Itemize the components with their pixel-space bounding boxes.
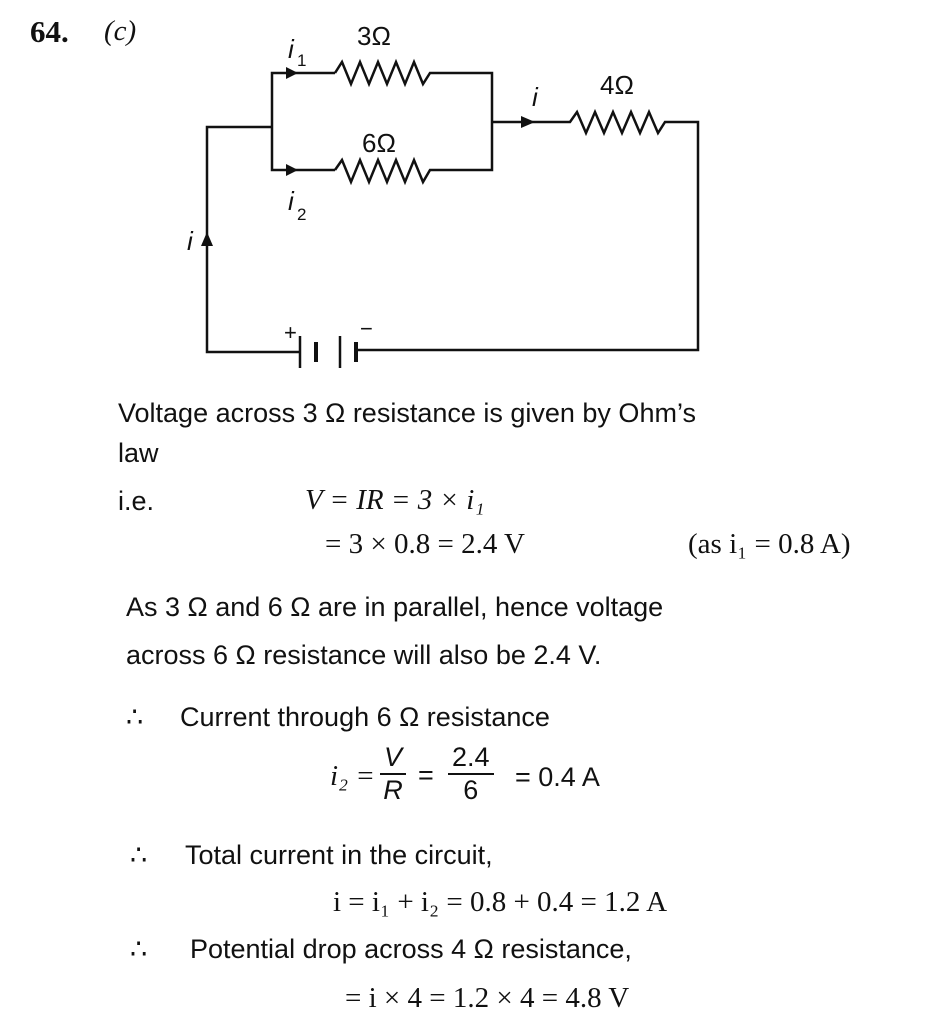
equation-note: (as i₁ = 0.8 A) (688, 528, 851, 560)
equation: = i × 4 = 1.2 × 4 = 4.8 V (345, 982, 630, 1014)
resistor-3ohm (333, 58, 494, 122)
equation: = 0.4 A (515, 762, 600, 792)
numerator: V (380, 742, 407, 775)
question-number: 64. (30, 14, 69, 49)
label-i1-sub: 1 (297, 51, 306, 70)
equation: = 3 × 0.8 = 2.4 V (325, 528, 525, 560)
text-line: Voltage across 3 Ω resistance is given b… (118, 398, 696, 428)
label-i-left: i (187, 226, 194, 256)
label-i1: i (288, 34, 295, 64)
resistor-4ohm (358, 108, 700, 352)
label-i2: i (288, 186, 295, 216)
label-i: i (532, 82, 539, 112)
fraction-v-over-r: V R (380, 742, 407, 806)
battery-minus: − (360, 316, 373, 341)
wire-bottom-branch (270, 127, 335, 172)
therefore-symbol: ∴ (130, 840, 148, 870)
arrow-i (521, 116, 535, 128)
circuit-diagram: 3Ω 6Ω 4Ω i 1 i 2 i i + − (187, 21, 700, 368)
text-line: Total current in the circuit, (185, 840, 493, 870)
text-line: across 6 Ω resistance will also be 2.4 V… (126, 640, 602, 670)
wire-left (205, 125, 272, 354)
wire-top-branch (270, 71, 335, 127)
text-line: Potential drop across 4 Ω resistance, (190, 934, 632, 964)
denominator: R (383, 775, 403, 805)
denominator: 6 (463, 775, 479, 805)
label-i2-sub: 2 (297, 205, 306, 224)
numerator: 2.4 (448, 742, 494, 775)
therefore-symbol: ∴ (130, 934, 148, 964)
label-6ohm: 6Ω (362, 128, 396, 158)
answer-option: (c) (104, 15, 137, 47)
label-4ohm: 4Ω (600, 70, 634, 100)
equation: i = i₁ + i₂ = 0.8 + 0.4 = 1.2 A (333, 886, 668, 918)
label-3ohm: 3Ω (357, 21, 391, 51)
equation: V = IR = 3 × i₁ (305, 484, 485, 516)
arrow-i-left (201, 232, 213, 246)
battery-plus: + (284, 320, 297, 345)
therefore-symbol: ∴ (126, 702, 144, 732)
arrow-i1 (286, 67, 298, 79)
text-line: As 3 Ω and 6 Ω are in parallel, hence vo… (126, 592, 664, 622)
resistor-6ohm (333, 122, 494, 186)
equation: i₂ = (330, 760, 375, 792)
arrow-i2 (286, 164, 298, 176)
text-line: Current through 6 Ω resistance (180, 702, 550, 732)
text-ie: i.e. (118, 486, 155, 516)
equals: = (418, 760, 434, 790)
text-line: law (118, 438, 159, 468)
fraction-2.4-over-6: 2.4 6 (448, 742, 494, 806)
